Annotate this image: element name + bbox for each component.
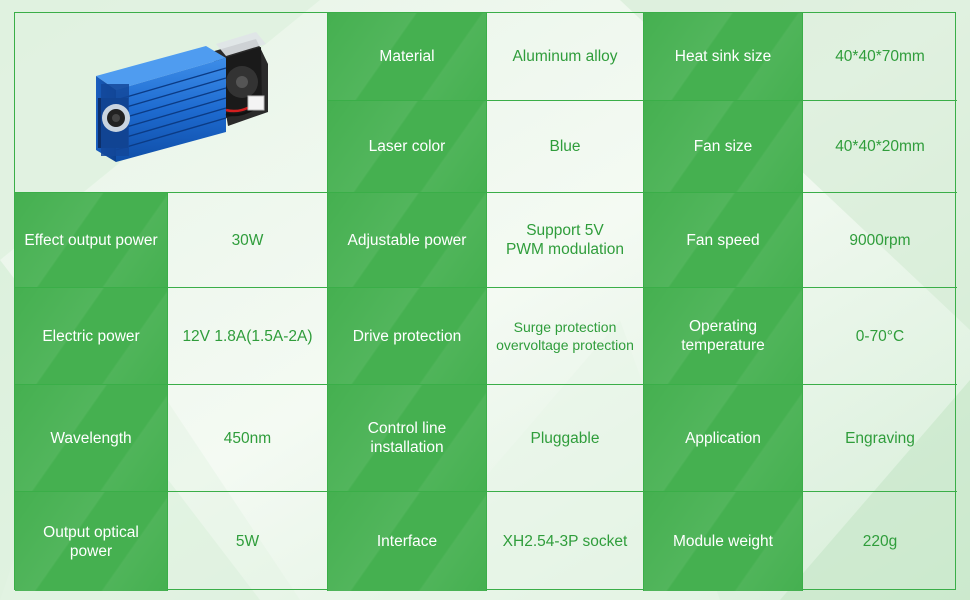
value-fan-size: 40*40*20mm	[803, 101, 957, 193]
label-drive-protection: Drive protection	[328, 288, 487, 385]
laser-module-icon	[96, 31, 268, 162]
value-laser-color: Blue	[487, 101, 644, 193]
label-wavelength: Wavelength	[15, 385, 168, 492]
value-wavelength: 450nm	[168, 385, 328, 492]
label-electric-power: Electric power	[15, 288, 168, 385]
label-fan-speed: Fan speed	[644, 193, 803, 288]
value-interface: XH2.54-3P socket	[487, 492, 644, 591]
label-heat-sink-size: Heat sink size	[644, 13, 803, 101]
label-application: Application	[644, 385, 803, 492]
product-image-cell	[15, 13, 328, 193]
spec-table: Material Aluminum alloy Heat sink size 4…	[14, 12, 957, 591]
value-application: Engraving	[803, 385, 957, 492]
value-effect-output-power: 30W	[168, 193, 328, 288]
value-electric-power: 12V 1.8A(1.5A-2A)	[168, 288, 328, 385]
label-effect-output-power: Effect output power	[15, 193, 168, 288]
label-material: Material	[328, 13, 487, 101]
label-laser-color: Laser color	[328, 101, 487, 193]
value-heat-sink-size: 40*40*70mm	[803, 13, 957, 101]
label-interface: Interface	[328, 492, 487, 591]
label-fan-size: Fan size	[644, 101, 803, 193]
value-output-optical-power: 5W	[168, 492, 328, 591]
label-module-weight: Module weight	[644, 492, 803, 591]
value-operating-temperature: 0-70°C	[803, 288, 957, 385]
label-adjustable-power: Adjustable power	[328, 193, 487, 288]
value-control-line-installation: Pluggable	[487, 385, 644, 492]
value-fan-speed: 9000rpm	[803, 193, 957, 288]
value-module-weight: 220g	[862, 533, 898, 550]
value-material: Aluminum alloy	[487, 13, 644, 101]
